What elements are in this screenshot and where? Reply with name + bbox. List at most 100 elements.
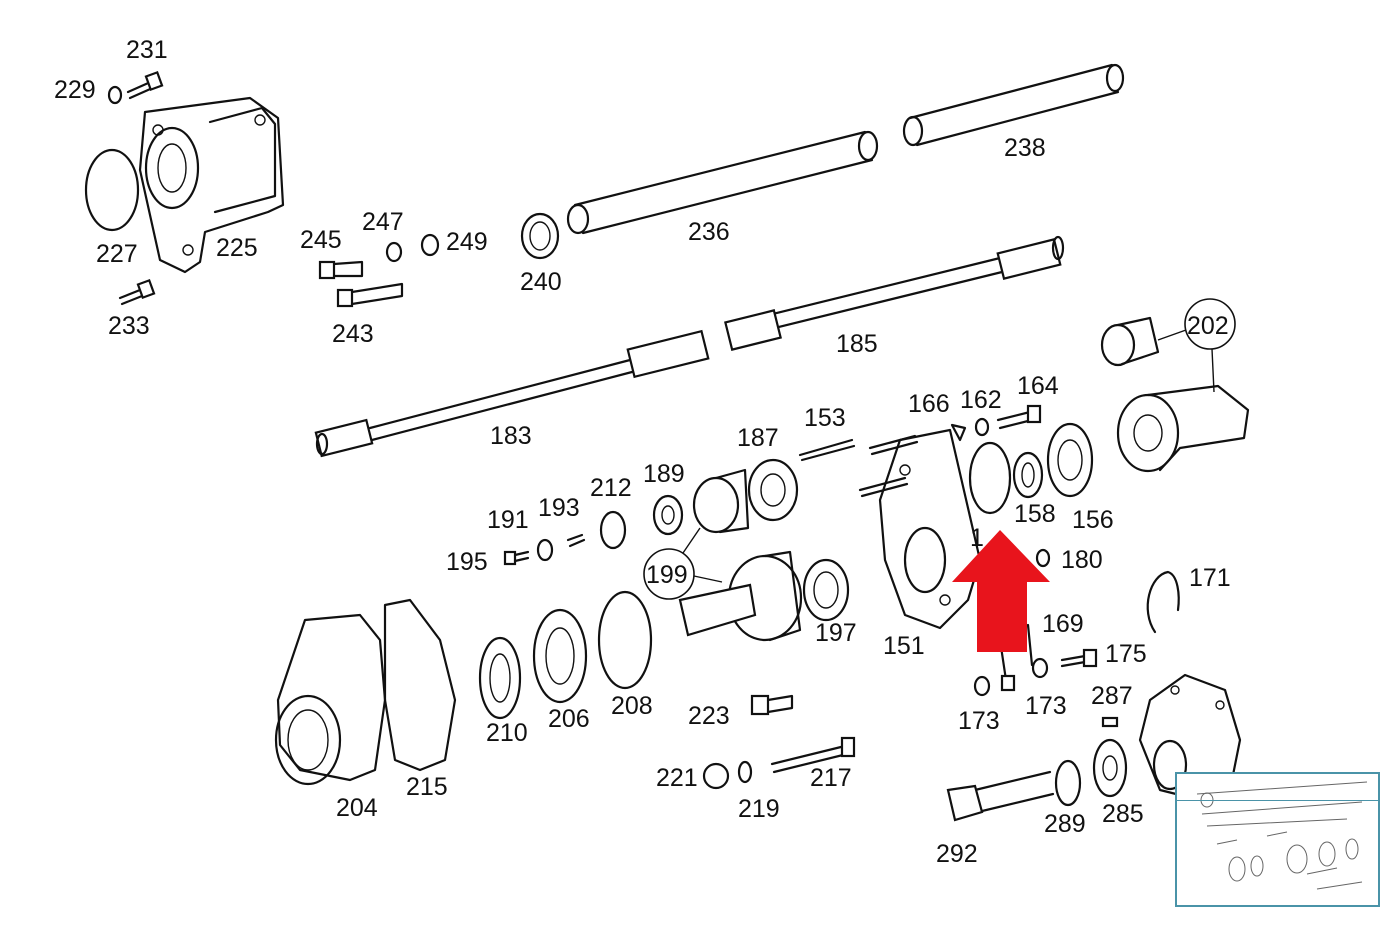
- callout-175: 175: [1105, 640, 1147, 668]
- callout-204: 204: [336, 794, 378, 822]
- part-240-sleeve: [520, 212, 560, 260]
- part-199-gear-lower: [678, 550, 803, 642]
- part-173-nut-mid: [1000, 674, 1016, 692]
- diagram-thumbnail[interactable]: [1175, 772, 1380, 907]
- part-171-snap-ring: [1146, 570, 1180, 634]
- part-245-bolt: [318, 260, 364, 280]
- part-212-ring: [599, 510, 627, 550]
- callout-164: 164: [1017, 372, 1059, 400]
- callout-185: 185: [836, 330, 878, 358]
- callout-238: 238: [1004, 134, 1046, 162]
- part-238-tube: [902, 63, 1125, 147]
- part-151-housing-plate: [878, 428, 982, 630]
- callout-166: 166: [908, 390, 950, 418]
- part-229-washer: [107, 85, 123, 105]
- part-173-nut-right: [1031, 657, 1049, 679]
- callout-158: 158: [1014, 500, 1056, 528]
- callout-169: 169: [1042, 610, 1084, 638]
- callout-153: 153: [804, 404, 846, 432]
- callout-197: 197: [815, 619, 857, 647]
- callout-227: 227: [96, 240, 138, 268]
- part-231-bolt: [126, 70, 164, 100]
- part-185-shaft: [724, 235, 1065, 351]
- part-158-bearing: [1012, 451, 1044, 499]
- part-210-seal: [478, 636, 522, 720]
- part-195-bolt: [503, 550, 530, 566]
- part-183-shaft: [314, 329, 710, 458]
- part-225-housing: [138, 96, 285, 274]
- part-247-nut: [385, 241, 403, 263]
- part-173-nut-left: [973, 675, 991, 697]
- part-193-spring: [566, 533, 586, 548]
- callout-225: 225: [216, 234, 258, 262]
- part-202-gear-large: [1116, 384, 1250, 473]
- callout-289: 289: [1044, 810, 1086, 838]
- callout-210: 210: [486, 719, 528, 747]
- callout-240: 240: [520, 268, 562, 296]
- part-217-bolt: [770, 736, 856, 774]
- part-191-washer: [536, 538, 554, 562]
- callout-245: 245: [300, 226, 342, 254]
- callout-187: 187: [737, 424, 779, 452]
- callout-195: 195: [446, 548, 488, 576]
- callout-151: 151: [883, 632, 925, 660]
- part-236-tube: [566, 130, 879, 235]
- part-215-gasket: [383, 598, 457, 772]
- callout-206: 206: [548, 705, 590, 733]
- callout-287: 287: [1091, 682, 1133, 710]
- part-208-ring: [597, 590, 653, 690]
- part-202-gear-small: [1100, 316, 1160, 367]
- part-221-nut: [702, 762, 730, 790]
- red-arrow-indicator: [952, 530, 1050, 652]
- part-233-bolt: [118, 278, 156, 306]
- callout-247: 247: [362, 208, 404, 236]
- callout-236: 236: [688, 218, 730, 246]
- callout-223: 223: [688, 702, 730, 730]
- callout-212: 212: [590, 474, 632, 502]
- callout-221: 221: [656, 764, 698, 792]
- callout-156: 156: [1072, 506, 1114, 534]
- part-156-seal: [1046, 422, 1094, 498]
- callout-208: 208: [611, 692, 653, 720]
- callout-215: 215: [406, 773, 448, 801]
- part-187-bearing: [747, 458, 799, 522]
- callout-193: 193: [538, 494, 580, 522]
- callout-202: 202: [1187, 312, 1229, 340]
- part-292-bolt: [946, 770, 1055, 822]
- part-164-bolt: [996, 404, 1042, 430]
- callout-292: 292: [936, 840, 978, 868]
- callout-231: 231: [126, 36, 168, 64]
- part-197-bearing: [802, 558, 850, 622]
- part-153-stud: [798, 434, 919, 498]
- callout-229: 229: [54, 76, 96, 104]
- thumbnail-preview: [1196, 781, 1368, 890]
- callout-173b: 173: [1025, 692, 1067, 720]
- ref-circle-202: [1184, 298, 1236, 350]
- callout-171: 171: [1189, 564, 1231, 592]
- callout-217: 217: [810, 764, 852, 792]
- part-206-bearing: [532, 608, 588, 704]
- part-223-bolt: [750, 694, 794, 716]
- thumbnail-header: [1177, 774, 1378, 801]
- callout-189: 189: [643, 460, 685, 488]
- callout-243: 243: [332, 320, 374, 348]
- part-175-bolt: [1060, 648, 1098, 668]
- ref-circle-199: [643, 548, 695, 600]
- part-289-washer: [1054, 759, 1082, 807]
- callout-162: 162: [960, 386, 1002, 414]
- part-243-bolt: [336, 282, 404, 308]
- callout-191: 191: [487, 506, 529, 534]
- part-219-washer: [737, 760, 753, 784]
- part-285-washer: [1092, 738, 1128, 798]
- callout-180: 180: [1061, 546, 1103, 574]
- callout-1x: 1: [970, 524, 984, 552]
- part-199-gear-upper: [692, 468, 750, 534]
- callout-183: 183: [490, 422, 532, 450]
- part-249-nut: [420, 233, 440, 257]
- part-166-clip: [950, 423, 967, 442]
- part-180-plug: [1035, 548, 1051, 568]
- callout-285: 285: [1102, 800, 1144, 828]
- part-287-pin: [1101, 716, 1119, 728]
